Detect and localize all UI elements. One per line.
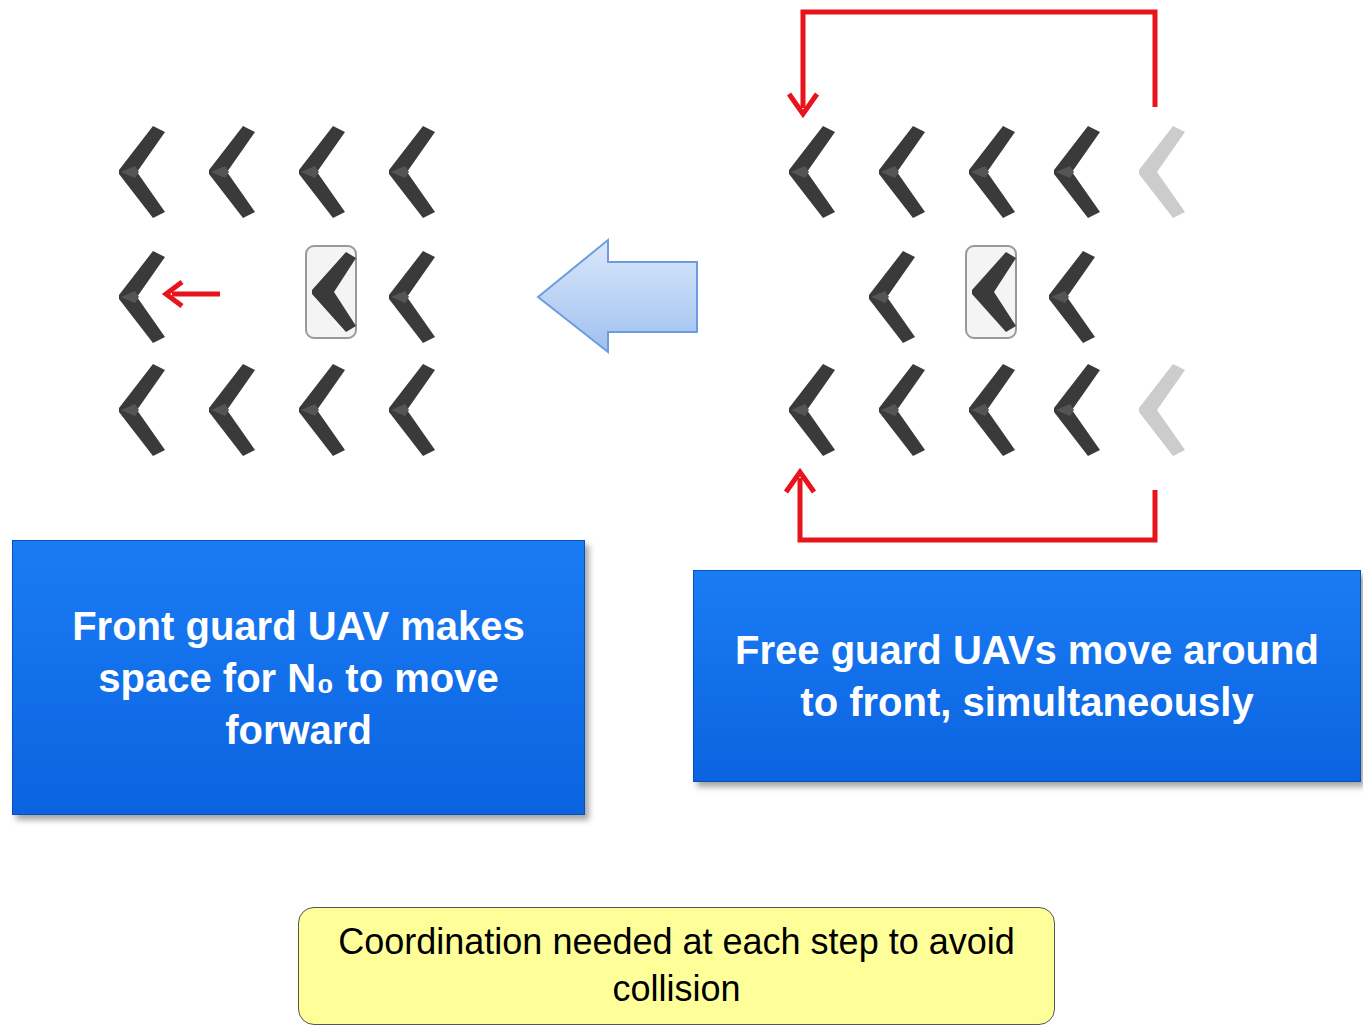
- left-formation: [119, 126, 435, 456]
- note-box: Coordination needed at each step to avoi…: [298, 907, 1055, 1025]
- box-text: Free guard UAVs move around to front, si…: [724, 624, 1330, 728]
- caption-box: Front guard UAV makes space for N₀ to mo…: [12, 540, 585, 815]
- caption-box: Free guard UAVs move around to front, si…: [693, 570, 1361, 782]
- box-text: Coordination needed at each step to avoi…: [315, 919, 1038, 1013]
- right-formation: [786, 12, 1185, 540]
- box-text: Front guard UAV makes space for N₀ to mo…: [43, 600, 554, 756]
- big-arrow: [538, 240, 697, 352]
